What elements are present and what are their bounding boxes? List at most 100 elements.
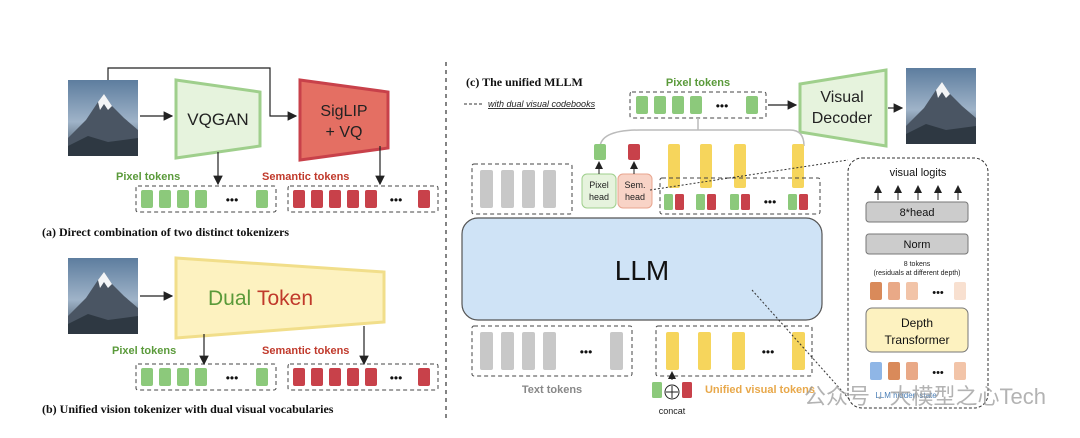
depth-label-line1: Depth	[901, 316, 933, 330]
semantic-token	[311, 190, 323, 208]
unified-token	[700, 144, 712, 188]
text-token	[501, 332, 514, 370]
ellipsis: •••	[390, 193, 403, 207]
pixel-token	[141, 190, 153, 208]
semantic-token	[347, 368, 359, 386]
pixel-token	[696, 194, 705, 210]
unified-token	[668, 144, 680, 188]
mountain-image-output	[906, 68, 976, 144]
ellipsis: •••	[580, 345, 593, 359]
legend-text: with dual visual codebooks	[488, 99, 596, 109]
pixel-tokens-label-c: Pixel tokens	[666, 77, 730, 89]
pixel-token	[195, 190, 207, 208]
pixel-token	[141, 368, 153, 386]
vqgan-encoder	[174, 78, 262, 160]
pixel-token	[159, 368, 171, 386]
text-token	[543, 332, 556, 370]
text-token	[610, 332, 623, 370]
pixel-token	[177, 190, 189, 208]
pixel-token	[690, 96, 702, 114]
split-token-pairs: •••	[664, 194, 808, 210]
pixel-tokens-label-b: Pixel tokens	[112, 345, 176, 357]
residual-token	[888, 282, 900, 300]
head-block	[865, 201, 969, 223]
hidden-state-tokens: •••	[870, 362, 966, 380]
dualtoken-label-dual: Dual	[208, 287, 251, 310]
pixel-head-line1: Pixel	[589, 180, 609, 190]
semantic-token	[365, 190, 377, 208]
pixel-token	[159, 190, 171, 208]
semantic-token	[741, 194, 750, 210]
split-token-row	[659, 177, 821, 215]
visual-decoder	[798, 68, 888, 148]
pixel-token	[256, 190, 268, 208]
head-label: 8*head	[900, 207, 935, 219]
visual-logits-label: visual logits	[890, 167, 947, 179]
norm-block	[865, 233, 969, 255]
semantic-token	[311, 368, 323, 386]
pixel-head-line2: head	[589, 192, 609, 202]
text-output-tokens	[480, 170, 556, 208]
residual-tokens: •••	[870, 282, 966, 300]
zoom-line-top	[649, 159, 849, 191]
decoder-label-line2: Decoder	[812, 110, 873, 127]
text-token	[480, 332, 493, 370]
text-output-row	[471, 163, 573, 215]
ellipsis: •••	[716, 99, 729, 113]
tokens-label-line1: 8 tokens	[904, 261, 931, 268]
detail-box	[847, 157, 989, 409]
depth-label-line2: Transformer	[885, 333, 950, 347]
caption-a: (a) Direct combination of two distinct t…	[42, 225, 289, 239]
unified-token	[792, 332, 805, 370]
mountain-image-b	[68, 258, 138, 334]
ellipsis: •••	[932, 367, 944, 379]
heads-to-pixel-bracket	[599, 129, 805, 149]
tokens-label-line2: (residuals at different depth)	[873, 270, 960, 277]
text-token	[480, 170, 493, 208]
pixel-token	[730, 194, 739, 210]
llm-hidden-label: LLM hidden state	[875, 391, 937, 400]
siglip-label-line2: + VQ	[326, 124, 363, 141]
semantic-token-row-b	[287, 363, 439, 391]
semantic-token	[418, 190, 430, 208]
norm-label: Norm	[904, 239, 931, 251]
zoom-line-bottom	[751, 289, 851, 401]
pixel-token	[636, 96, 648, 114]
semantic-token	[418, 368, 430, 386]
concat-semantic-token	[682, 382, 692, 398]
ellipsis: •••	[390, 371, 403, 385]
pixel-token-row-a	[135, 185, 277, 213]
residual-token	[906, 282, 918, 300]
pixel-token	[654, 96, 666, 114]
logit-arrows	[874, 185, 962, 200]
mountain-image-a	[68, 80, 138, 156]
ellipsis: •••	[226, 193, 239, 207]
pixel-token	[788, 194, 797, 210]
unified-input-row	[655, 325, 813, 377]
semantic-tokens-label-a: Semantic tokens	[262, 171, 349, 183]
semantic-token	[329, 190, 341, 208]
residual-token	[870, 282, 882, 300]
ellipsis: •••	[764, 195, 777, 209]
yellow-output-columns	[668, 144, 804, 188]
vqgan-label: VQGAN	[187, 110, 248, 129]
depth-transformer-detail: visual logits 8*head Norm 8 tokens (resi…	[847, 157, 989, 409]
dualtoken-encoder	[174, 256, 386, 340]
residual-token	[954, 282, 966, 300]
pixel-token	[664, 194, 673, 210]
unified-token	[698, 332, 711, 370]
watermark: 公众号 · 大模型之心Tech	[804, 384, 1046, 409]
text-tokens-label: Text tokens	[522, 384, 582, 396]
panel-b: Dual Token Pixel tokens Semantic tokens …	[42, 256, 439, 416]
semantic-token	[293, 190, 305, 208]
pixel-token	[746, 96, 758, 114]
semantic-token	[329, 368, 341, 386]
concat-label: concat	[659, 406, 686, 416]
output-semantic-token	[628, 144, 640, 160]
pixel-token	[177, 368, 189, 386]
hidden-token	[906, 362, 918, 380]
semantic-token	[365, 368, 377, 386]
semantic-tokens-b: •••	[293, 368, 430, 386]
panel-c-title: (c) The unified MLLM	[466, 75, 583, 89]
pixel-token	[195, 368, 207, 386]
